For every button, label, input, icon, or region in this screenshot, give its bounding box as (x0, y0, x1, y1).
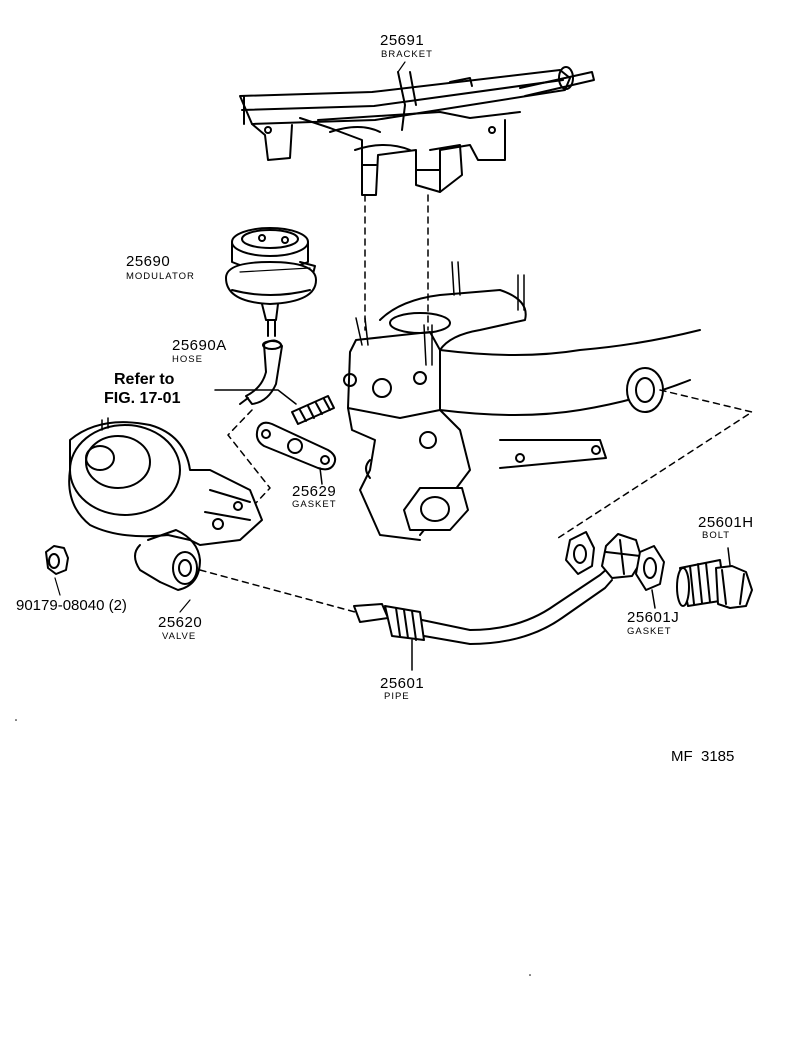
bracket-drawing (239, 66, 595, 196)
bolt-part-name: BOLT (702, 530, 731, 541)
bracket-part-name: BRACKET (381, 49, 433, 60)
modulator-part-name: MODULATOR (126, 271, 195, 282)
manifold-gasket-drawing (255, 421, 337, 485)
pipe-gasket-drawing (565, 531, 665, 609)
valve-part-number: 25620 (158, 614, 203, 631)
nut-part-number: 90179-08040 (2) (16, 597, 127, 614)
pipe-part-name: PIPE (384, 691, 410, 702)
reference-line-1: Refer to (114, 371, 175, 388)
union-bolt-drawing (676, 547, 753, 609)
hose-drawing (239, 339, 283, 405)
stud-drawing (291, 395, 335, 425)
manifold-gasket-part-name: GASKET (292, 499, 337, 510)
modulator-part-number: 25690 (126, 253, 171, 270)
pipe-part-number: 25601 (380, 675, 425, 692)
bracket-part-number: 25691 (380, 32, 425, 49)
modulator-drawing (225, 227, 317, 337)
figure-code: MF 3185 (671, 748, 735, 765)
pipe-gasket-part-number: 25601J (627, 609, 680, 626)
reference-line-2: FIG. 17-01 (104, 390, 181, 407)
nut-drawing (45, 545, 69, 575)
valve-part-name: VALVE (162, 631, 197, 642)
manifold-gasket-part-number: 25629 (292, 483, 337, 500)
egr-pipe-drawing (353, 533, 643, 671)
pipe-gasket-part-name: GASKET (627, 626, 672, 637)
hose-part-number: 25690A (172, 337, 227, 354)
egr-valve-drawing (68, 417, 263, 591)
bolt-part-number: 25601H (698, 514, 754, 531)
manifold-drawing (343, 261, 701, 541)
hose-part-name: HOSE (172, 354, 203, 365)
